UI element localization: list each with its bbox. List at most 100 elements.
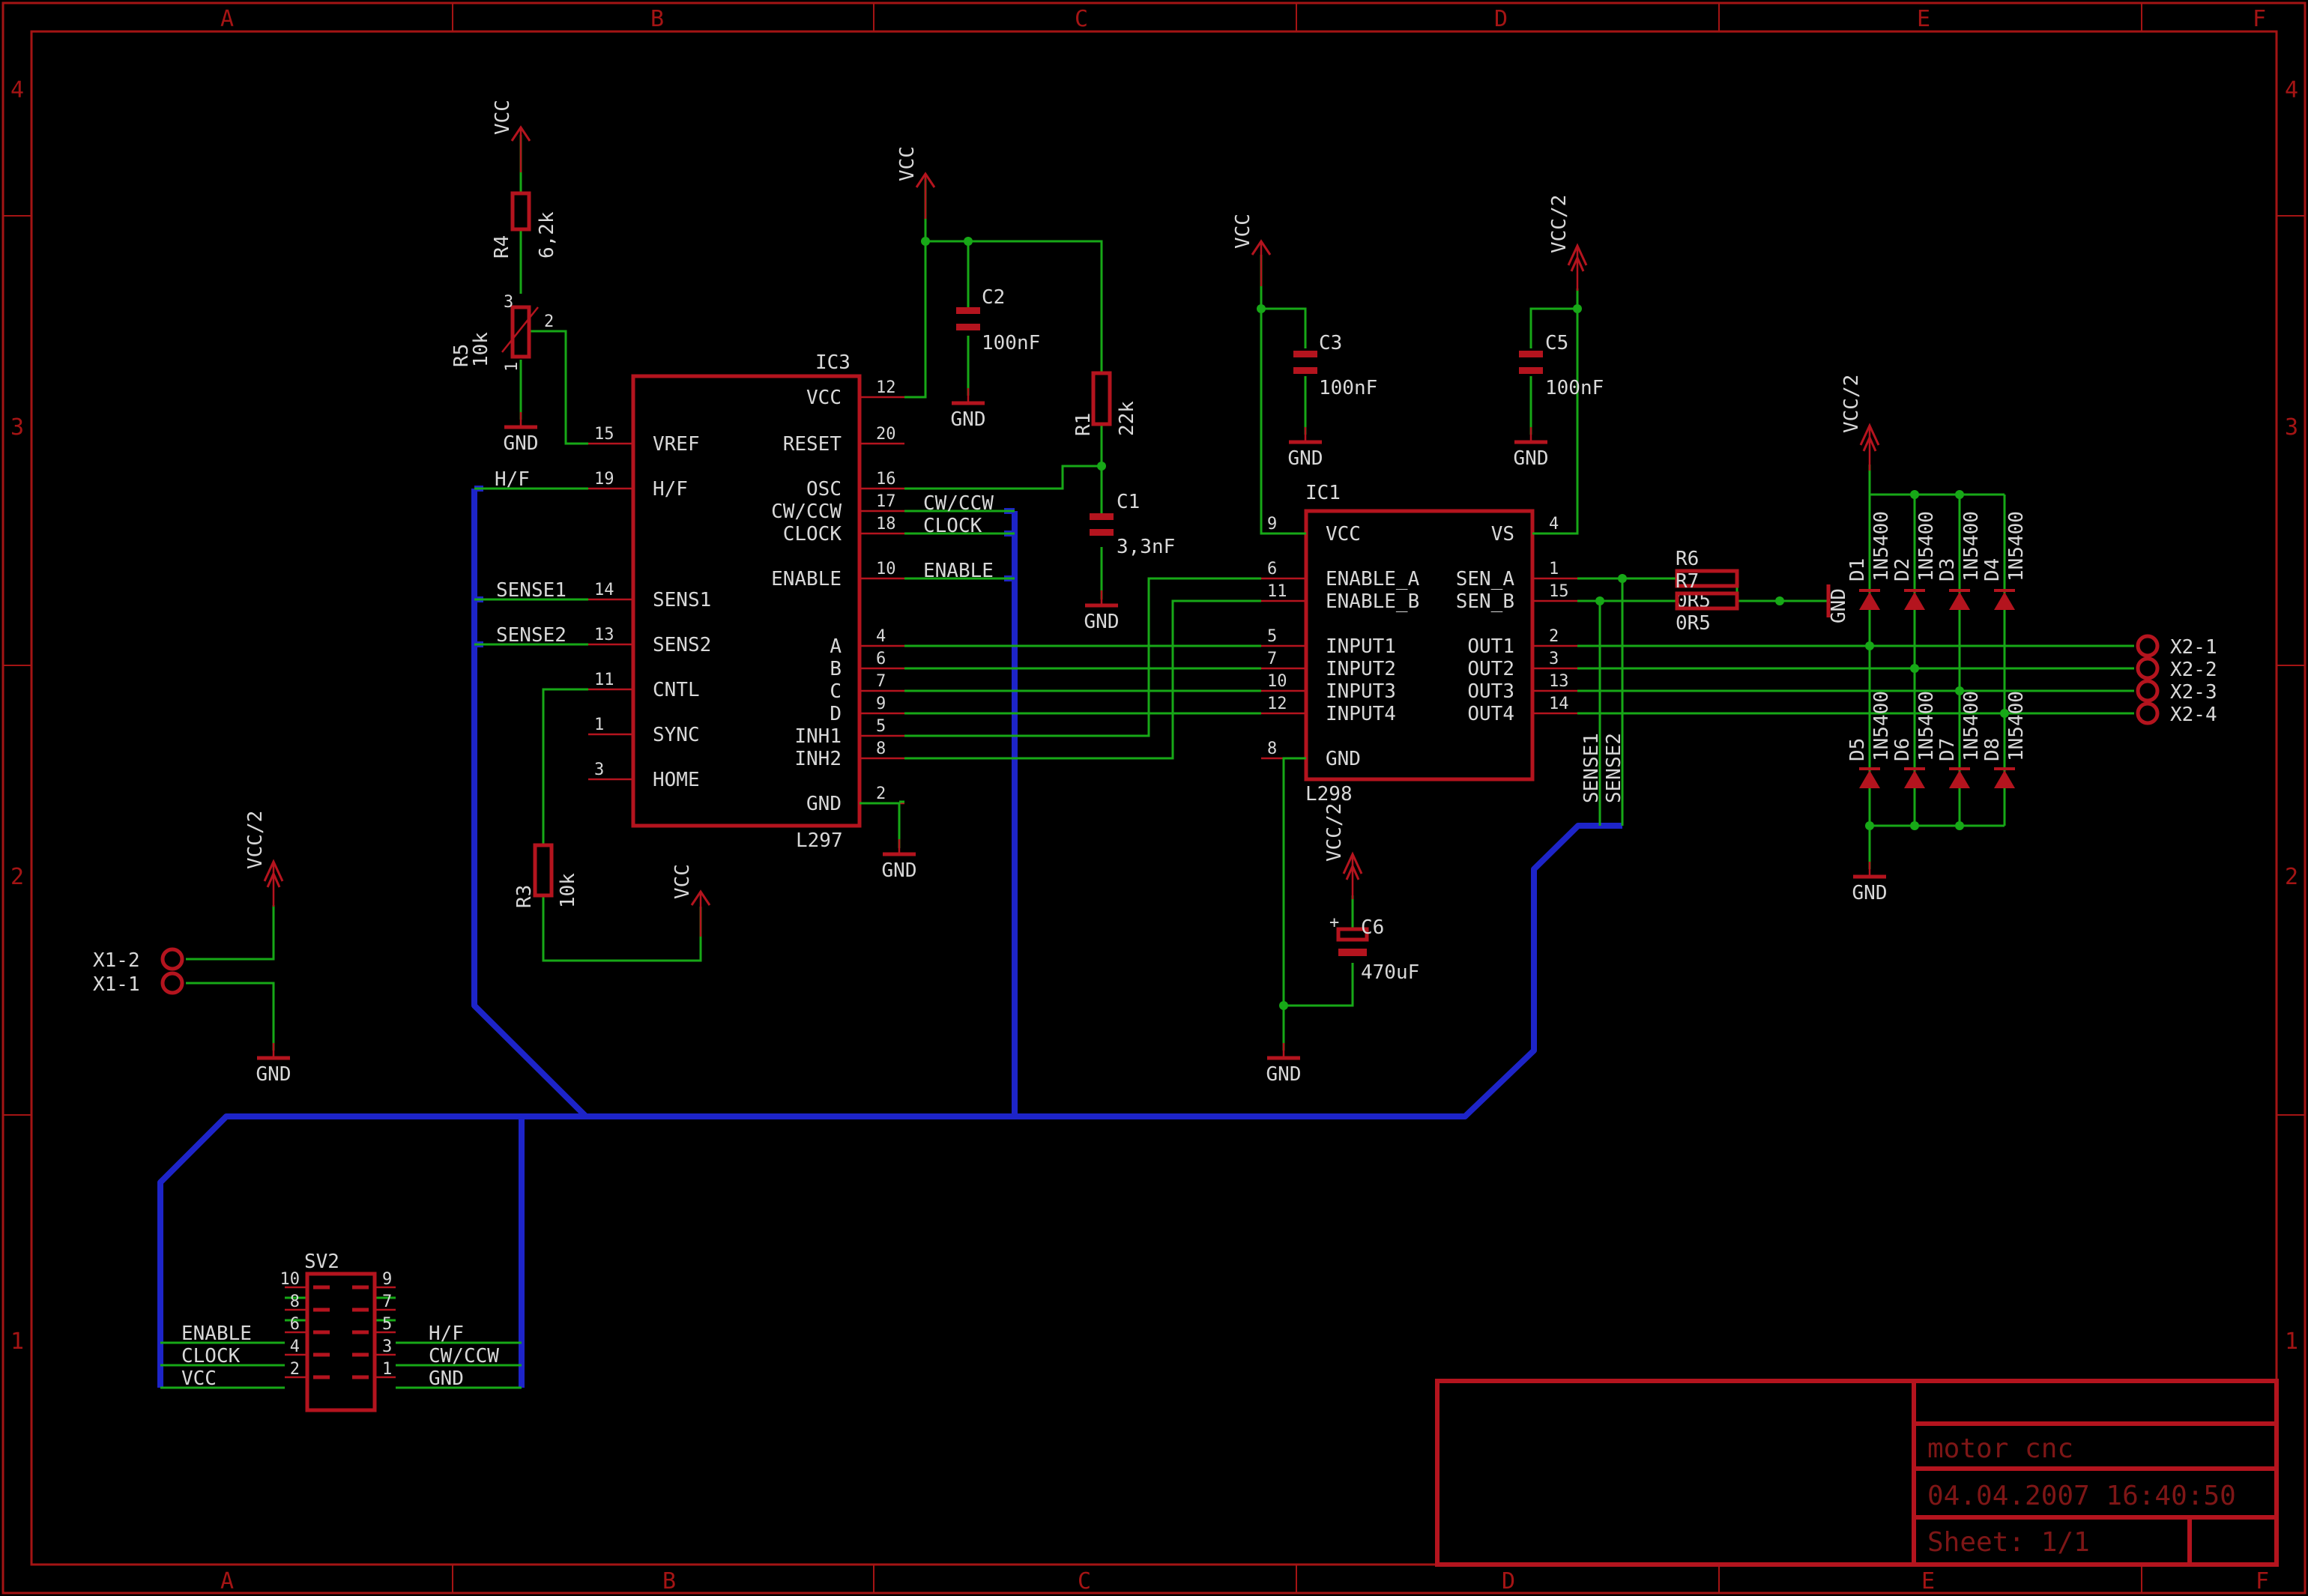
ic1-right-num-3: 3 — [1549, 650, 1559, 668]
c5-name: C5 — [1545, 332, 1568, 354]
c6-value: 470uF — [1361, 961, 1419, 984]
sv2-pin-right-3: 3 — [382, 1337, 392, 1356]
gnd-r5-label: GND — [504, 432, 539, 455]
frame-col-c-bottom: C — [1078, 1568, 1091, 1595]
c2-name: C2 — [982, 286, 1005, 309]
datetime-text: 04.04.2007 16:40:50 — [1927, 1481, 2236, 1511]
ic1-left-num-7: 7 — [1267, 650, 1277, 668]
ic3-right-pins: 12VCC20RESET16OSC17CW/CCW18CLOCK10ENABLE… — [771, 378, 904, 815]
ic3-right-name-2: GND — [806, 793, 842, 815]
x2-4-label: X2-4 — [2170, 704, 2217, 726]
ic1-right-name-4: VS — [1491, 523, 1514, 545]
ic1-right-name-3: OUT2 — [1467, 658, 1514, 680]
ic3-left-num-13: 13 — [594, 626, 614, 644]
ic3-left-name-14: SENS1 — [653, 589, 711, 611]
gnd-c5-label: GND — [1514, 447, 1549, 470]
sv2-net-clock: CLOCK — [181, 1345, 241, 1367]
net-sense1-ic1: SENSE1 — [1580, 733, 1603, 803]
ic3-right-name-18: CLOCK — [783, 523, 842, 545]
supply-vcc-r4-label: VCC — [492, 100, 514, 135]
diode-d2-value: 1N5400 — [1915, 511, 1938, 581]
frame-col-e-top: E — [1917, 6, 1930, 32]
ic1-right-name-2: OUT1 — [1467, 635, 1514, 658]
resistor-r3[interactable]: R3 10k — [513, 843, 579, 908]
r7-name: R7 — [1676, 570, 1699, 593]
capacitor-c1[interactable]: C1 3,3nF — [1090, 491, 1175, 558]
capacitor-c3[interactable]: C3 100nF — [1293, 332, 1377, 399]
capacitor-c2[interactable]: C2 100nF — [956, 286, 1040, 354]
ic1-right-name-13: OUT3 — [1467, 680, 1514, 703]
ic1-left-num-12: 12 — [1267, 695, 1287, 713]
gnd-ic1-label: GND — [1266, 1063, 1302, 1086]
x1-1-label: X1-1 — [93, 973, 140, 996]
connector-x1[interactable]: X1-2 X1-1 — [93, 947, 184, 996]
net-sense1: SENSE1 — [496, 579, 567, 602]
gnd-sense: GND — [1826, 584, 1850, 623]
frame-row-4-right: 4 — [2285, 77, 2298, 103]
supply-vcc2-c5: VCC/2 — [1548, 195, 1588, 291]
capacitor-c6[interactable]: + C6 470uF — [1329, 913, 1419, 984]
r5-pin3: 3 — [504, 293, 513, 312]
supply-vcc2-c5-label: VCC/2 — [1548, 195, 1571, 253]
wires — [160, 135, 2134, 1389]
trimpot-r5[interactable]: R5 10k 1 2 3 — [450, 293, 554, 372]
connector-x2[interactable]: X2-1 X2-2 X2-3 X2-4 — [2136, 634, 2217, 726]
ic3-right-num-9: 9 — [876, 695, 886, 713]
sv2-pin-left-2: 2 — [290, 1360, 300, 1379]
frame-row-4-left: 4 — [10, 77, 24, 103]
ic3-right-num-2: 2 — [876, 785, 886, 803]
capacitor-c5[interactable]: C5 100nF — [1519, 332, 1604, 399]
frame-col-a-top: A — [220, 6, 234, 32]
ic1-right-name-1: SEN_A — [1456, 568, 1515, 590]
ic1-left-num-5: 5 — [1267, 627, 1277, 646]
ic1-left-name-7: INPUT2 — [1326, 658, 1396, 680]
resistor-r1[interactable]: R1 22k — [1072, 371, 1138, 436]
gnd-r5: GND — [504, 412, 539, 455]
ic3-right-name-20: RESET — [783, 433, 842, 456]
supply-vcc2-c6: VCC/2 — [1323, 803, 1363, 899]
diode-d8-name: D8 — [1981, 738, 2004, 761]
ic1-left-num-6: 6 — [1267, 560, 1277, 578]
ic3-name: IC3 — [815, 351, 851, 374]
resistor-r4[interactable]: R4 6,2k — [491, 191, 558, 259]
ic3-right-num-8: 8 — [876, 740, 886, 758]
ic3-right-name-9: D — [830, 703, 842, 725]
ic3-right-name-16: OSC — [806, 478, 842, 501]
c3-value: 100nF — [1319, 377, 1377, 399]
ic1-left-name-9: VCC — [1326, 523, 1361, 545]
c2-value: 100nF — [982, 332, 1040, 354]
diode-d5-value: 1N5400 — [1870, 691, 1893, 761]
ic3-right-name-5: INH1 — [794, 725, 842, 748]
r5-pin1: 1 — [503, 362, 522, 372]
gnd-c1: GND — [1084, 590, 1119, 633]
frame-col-c-top: C — [1075, 6, 1088, 32]
ic3-right-num-20: 20 — [876, 425, 896, 444]
c5-value: 100nF — [1545, 377, 1604, 399]
gnd-sense-label: GND — [1828, 588, 1850, 623]
title-block: motor cnc 04.04.2007 16:40:50 Sheet: 1/1 — [1435, 1379, 2279, 1567]
ic1-left-name-12: INPUT4 — [1326, 703, 1396, 725]
title-text: motor cnc — [1927, 1433, 2073, 1464]
ic1-left-name-6: ENABLE_A — [1326, 568, 1420, 590]
resistor-r7[interactable]: R7 0R5 — [1675, 570, 1739, 635]
frame-row-2-left: 2 — [10, 864, 24, 890]
sv2-net-vcc: VCC — [181, 1367, 217, 1390]
supply-vcc2-diodes: VCC/2 — [1840, 375, 1880, 471]
frame-col-b-top: B — [650, 6, 664, 32]
